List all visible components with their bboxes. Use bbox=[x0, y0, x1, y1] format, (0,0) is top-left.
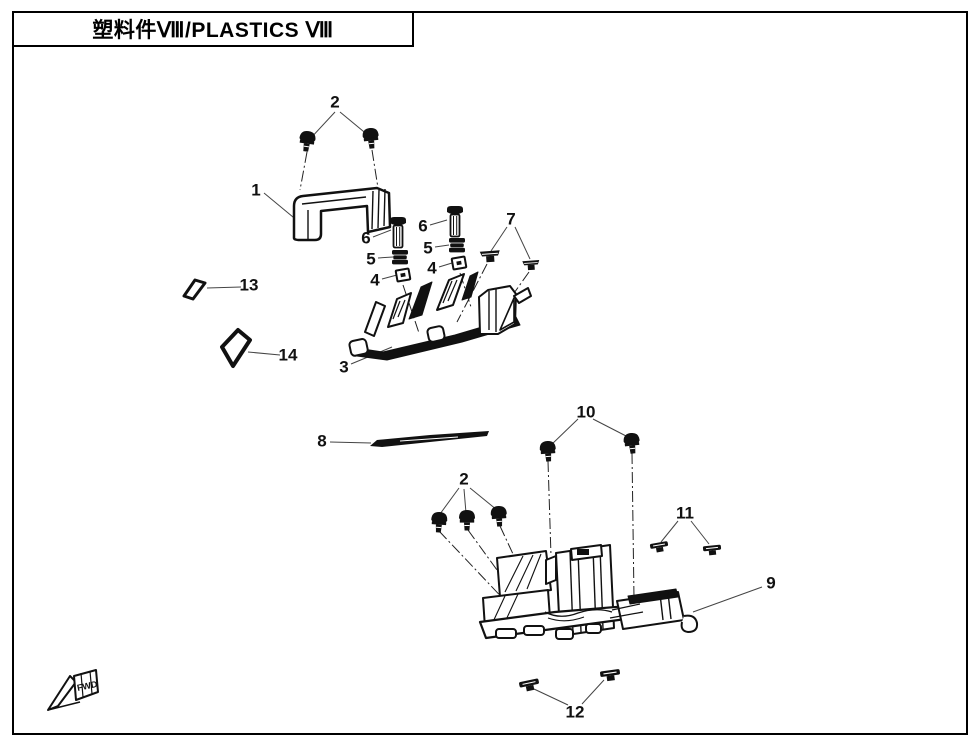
page-border bbox=[12, 11, 968, 735]
callout-2-bottom: 2 bbox=[459, 469, 468, 488]
bottom-bracket-assembly bbox=[478, 544, 699, 640]
callout-2-top: 2 bbox=[330, 92, 339, 111]
part-13-pad-small bbox=[182, 278, 207, 301]
title-box: 塑料件Ⅷ/PLASTICS Ⅷ bbox=[12, 11, 414, 47]
part-12-clips bbox=[518, 668, 622, 694]
callout-1: 1 bbox=[251, 180, 260, 199]
callout-11: 11 bbox=[676, 503, 694, 522]
page-title: 塑料件Ⅷ/PLASTICS Ⅷ bbox=[92, 19, 334, 42]
callout-9: 9 bbox=[766, 573, 775, 592]
assembly-axis-lines bbox=[299, 149, 635, 608]
part-8-trim-strip bbox=[370, 431, 489, 447]
callout-14: 14 bbox=[279, 345, 298, 364]
callout-4-right: 4 bbox=[427, 258, 437, 277]
callout-5-right: 5 bbox=[423, 238, 432, 257]
callouts: 2 1 6 5 4 6 5 4 7 3 13 14 8 2 10 11 9 12 bbox=[240, 92, 776, 721]
part-7-rivets bbox=[479, 249, 541, 271]
callout-8: 8 bbox=[317, 431, 326, 450]
part-10-screws bbox=[538, 431, 642, 463]
part-2-screws-top bbox=[297, 126, 381, 154]
part-2-screws-bottom bbox=[429, 504, 509, 534]
callout-6-left: 6 bbox=[361, 228, 370, 247]
fwd-label: FWD bbox=[76, 679, 99, 693]
callout-7: 7 bbox=[506, 209, 515, 228]
part-1-handle-bracket bbox=[292, 186, 392, 242]
callout-3: 3 bbox=[339, 357, 348, 376]
part-11-clips bbox=[649, 540, 723, 557]
part-9-bracket bbox=[616, 588, 699, 633]
fwd-arrow: FWD bbox=[47, 669, 99, 711]
callout-4-left: 4 bbox=[370, 270, 380, 289]
callout-13: 13 bbox=[240, 275, 259, 294]
callout-10: 10 bbox=[577, 402, 596, 421]
callout-5-left: 5 bbox=[366, 249, 375, 268]
part-14-pad-large bbox=[220, 328, 252, 368]
part-3-support-bracket bbox=[348, 271, 532, 361]
callout-12: 12 bbox=[566, 702, 585, 721]
callout-6-right: 6 bbox=[418, 216, 427, 235]
